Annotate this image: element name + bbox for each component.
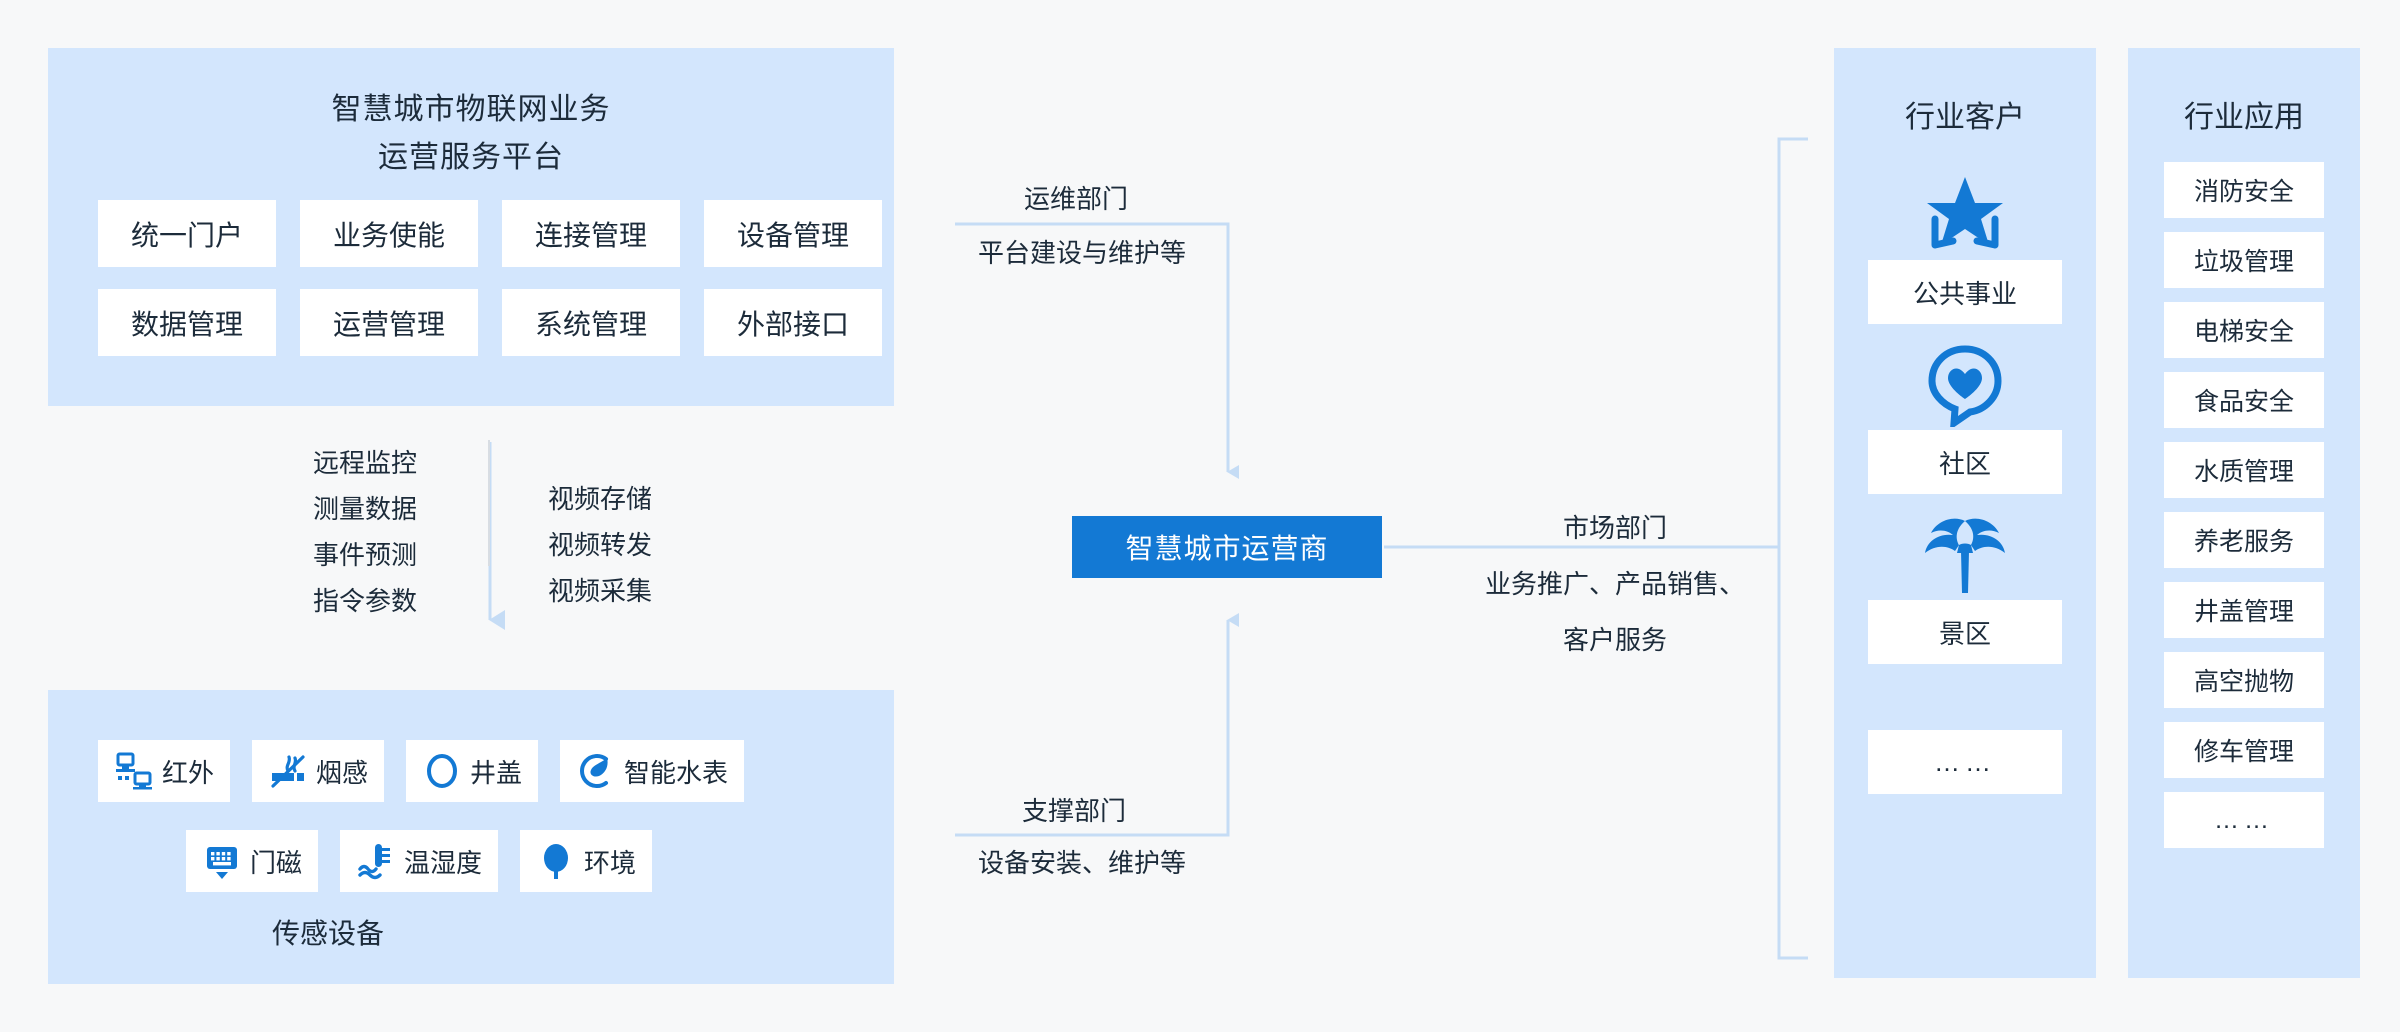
platform-module-data-mgmt[interactable]: 数据管理 <box>98 289 276 356</box>
application-item-falling-objects[interactable]: 高空抛物 <box>2164 652 2324 708</box>
customer-item-community[interactable]: 社区 <box>1868 338 2062 494</box>
sensor-item-smoke[interactable]: 烟感 <box>252 740 385 802</box>
dataflow-divider <box>488 440 490 566</box>
sensor-label-water-meter: 智能水表 <box>624 757 729 788</box>
platform-module-system-mgmt[interactable]: 系统管理 <box>502 289 680 356</box>
application-item-food-safety[interactable]: 食品安全 <box>2164 372 2324 428</box>
dataflow-right-column: 视频存储 视频转发 视频采集 <box>510 476 690 614</box>
application-item-water-quality[interactable]: 水质管理 <box>2164 442 2324 498</box>
market-department-title: 市场部门 <box>1562 513 1667 543</box>
application-item-manhole-mgmt[interactable]: 井盖管理 <box>2164 582 2324 638</box>
sensor-item-manhole[interactable]: 井盖 <box>406 740 539 802</box>
application-item-more[interactable]: …… <box>2164 792 2324 848</box>
ops-department-detail: 平台建设与维护等 <box>978 238 1187 268</box>
platform-module-external-api[interactable]: 外部接口 <box>704 289 882 356</box>
dataflow-item-video-forward: 视频转发 <box>547 530 652 560</box>
industry-customers-title: 行业客户 <box>1905 101 2025 134</box>
star-badge-icon <box>1868 168 2062 260</box>
iot-platform-panel: 智慧城市物联网业务 运营服务平台 统一门户 业务使能 连接管理 设备管理 数据管… <box>48 48 894 406</box>
market-department-detail-line1: 业务推广、产品销售、 <box>1484 569 1745 599</box>
platform-title: 智慧城市物联网业务 运营服务平台 <box>48 86 894 182</box>
sensor-item-infrared[interactable]: 红外 <box>98 740 231 802</box>
customer-label-community: 社区 <box>1868 430 2062 494</box>
industry-applications-title: 行业应用 <box>2184 101 2304 134</box>
platform-sensor-dataflow: 远程监控 测量数据 事件预测 指令参数 视频存储 视频转发 视频采集 <box>270 440 690 670</box>
customer-label-scenic-area: 景区 <box>1868 600 2062 664</box>
industry-applications-panel: 行业应用 消防安全 垃圾管理 电梯安全 食品安全 水质管理 养老服务 井盖管理 … <box>2128 48 2360 978</box>
support-department-detail: 设备安装、维护等 <box>978 848 1187 878</box>
smoke-sensor-icon <box>271 755 305 788</box>
sensor-item-door-magnet[interactable]: 门磁 <box>186 830 319 892</box>
sensor-item-temp-humidity[interactable]: 温湿度 <box>340 830 499 892</box>
palm-tree-icon <box>1868 508 2062 600</box>
dataflow-item-measure-data: 测量数据 <box>312 494 417 524</box>
industry-customers-list: 公共事业 社区 <box>1868 168 2062 808</box>
dataflow-left-column: 远程监控 测量数据 事件预测 指令参数 <box>270 440 460 624</box>
customer-item-scenic-area[interactable]: 景区 <box>1868 508 2062 664</box>
platform-module-grid: 统一门户 业务使能 连接管理 设备管理 数据管理 运营管理 系统管理 外部接口 <box>98 200 882 356</box>
sensor-item-water-meter[interactable]: 智能水表 <box>560 740 745 802</box>
market-department-detail-line2: 客户服务 <box>1562 625 1667 655</box>
platform-title-line1: 智慧城市物联网业务 <box>331 93 611 126</box>
sensor-row-secondary: 门磁 温湿度 环境 <box>186 830 653 892</box>
ops-department-title: 运维部门 <box>1024 184 1129 214</box>
market-department-labels: 市场部门 业务推广、产品销售、 客户服务 <box>1450 500 1780 668</box>
application-item-waste-mgmt[interactable]: 垃圾管理 <box>2164 232 2324 288</box>
sensor-item-environment[interactable]: 环境 <box>520 830 653 892</box>
dataflow-item-command-param: 指令参数 <box>312 586 417 616</box>
platform-module-business-enable[interactable]: 业务使能 <box>300 200 478 267</box>
temperature-humidity-icon <box>358 844 391 880</box>
industry-applications-list: 消防安全 垃圾管理 电梯安全 食品安全 水质管理 养老服务 井盖管理 高空抛物 … <box>2164 162 2324 848</box>
sensing-devices-caption: 传感设备 <box>271 918 384 949</box>
sensor-label-environment: 环境 <box>584 847 637 878</box>
sensor-row-primary: 红外 烟感 井盖 <box>98 740 745 802</box>
customer-label-public-utility: 公共事业 <box>1868 260 2062 324</box>
customer-list-spacer <box>1868 678 2062 730</box>
platform-module-unified-portal[interactable]: 统一门户 <box>98 200 276 267</box>
customer-item-public-utility[interactable]: 公共事业 <box>1868 168 2062 324</box>
application-item-elderly-care[interactable]: 养老服务 <box>2164 512 2324 568</box>
manhole-cover-icon <box>427 754 458 788</box>
platform-module-connection-mgmt[interactable]: 连接管理 <box>502 200 680 267</box>
sensor-label-manhole: 井盖 <box>470 757 523 788</box>
platform-module-device-mgmt[interactable]: 设备管理 <box>704 200 882 267</box>
dataflow-item-video-storage: 视频存储 <box>547 484 652 514</box>
dataflow-item-remote-monitor: 远程监控 <box>312 448 417 478</box>
customer-item-more[interactable]: …… <box>1868 730 2062 794</box>
infrared-icon <box>116 752 152 790</box>
support-department-title: 支撑部门 <box>1022 796 1127 826</box>
sensor-label-smoke: 烟感 <box>316 757 369 788</box>
sensor-label-temp-humidity: 温湿度 <box>404 847 483 878</box>
sensor-label-door-magnet: 门磁 <box>250 847 303 878</box>
environment-tree-icon <box>544 844 569 879</box>
application-item-elevator-safety[interactable]: 电梯安全 <box>2164 302 2324 358</box>
customers-bracket <box>1777 137 1808 960</box>
application-item-fire-safety[interactable]: 消防安全 <box>2164 162 2324 218</box>
door-magnet-icon <box>207 847 237 879</box>
industry-customers-panel: 行业客户 公共事业 社 <box>1834 48 2096 978</box>
customer-label-more: …… <box>1868 730 2062 794</box>
dataflow-item-event-predict: 事件预测 <box>312 540 417 570</box>
smart-city-operator-box[interactable]: 智慧城市运营商 <box>1072 516 1382 578</box>
smart-water-meter-icon <box>580 754 609 788</box>
platform-title-line2: 运营服务平台 <box>378 141 564 174</box>
sensing-devices-panel: 红外 烟感 井盖 <box>48 690 894 984</box>
heart-bubble-icon <box>1868 338 2062 430</box>
dataflow-item-video-capture: 视频采集 <box>547 576 652 606</box>
sensor-label-infrared: 红外 <box>162 757 215 788</box>
application-item-vehicle-repair[interactable]: 修车管理 <box>2164 722 2324 778</box>
platform-module-operation-mgmt[interactable]: 运营管理 <box>300 289 478 356</box>
